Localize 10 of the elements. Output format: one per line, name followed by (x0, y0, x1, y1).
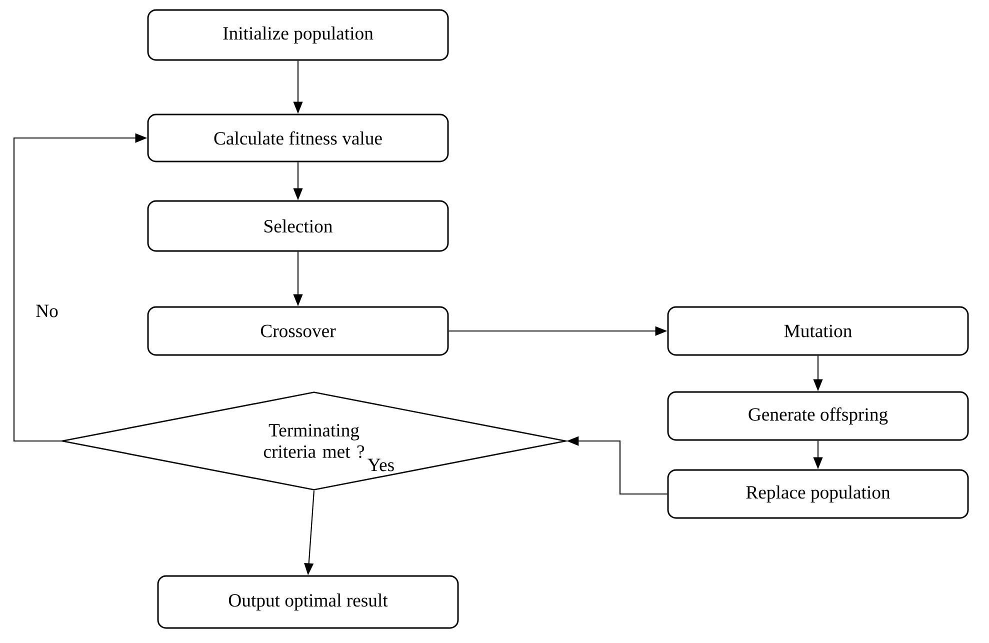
process-box: Generate offspring (667, 391, 969, 441)
process-box: Selection (147, 200, 449, 252)
process-box: Mutation (667, 306, 969, 356)
process-box: Output optimal result (157, 575, 459, 629)
edge-label: No (34, 303, 60, 319)
edge-label: Yes (366, 457, 396, 473)
process-box: Replace population (667, 469, 969, 519)
process-box: Crossover (147, 306, 449, 356)
process-box: Calculate fitness value (147, 114, 449, 162)
process-box: Initialize population (147, 9, 449, 61)
